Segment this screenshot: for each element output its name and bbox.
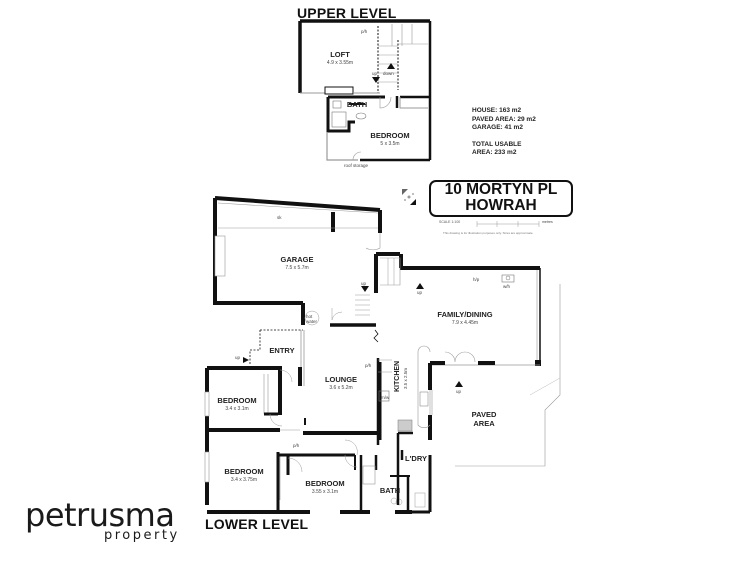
annotation-mw: m/w bbox=[381, 395, 390, 400]
room-label-loft: LOFT bbox=[330, 50, 350, 59]
annotation-hp: h/p bbox=[473, 277, 480, 282]
annotation-up-entry: up bbox=[235, 355, 241, 360]
lower-level-plan bbox=[204, 196, 561, 514]
room-dims-loft: 4.9 x 3.55m bbox=[326, 60, 354, 66]
room-label-paved-area-line2: AREA bbox=[473, 419, 495, 428]
lower-level-title: LOWER LEVEL bbox=[205, 516, 309, 532]
annotation-ph-hall: p/h bbox=[293, 443, 300, 448]
upper-level-title: UPPER LEVEL bbox=[297, 5, 397, 21]
room-dims-lounge: 3.6 x 5.2m bbox=[329, 385, 353, 391]
room-label-garage: GARAGE bbox=[280, 255, 314, 264]
annotation-ph-lounge: p/h bbox=[365, 363, 372, 368]
room-dims-family-dining: 7.9 x 4.45m bbox=[451, 320, 479, 326]
area-summary: HOUSE: 163 m2 PAVED AREA: 29 m2 GARAGE: … bbox=[472, 107, 536, 158]
annotation-hot-water: hot water bbox=[306, 314, 318, 324]
room-dims-bedroom-3: 3.55 x 3.1m bbox=[311, 489, 339, 495]
scale-bar-graphic bbox=[476, 221, 540, 227]
annotation-ph-upper: p/h bbox=[361, 29, 368, 34]
annotation-up-family: up bbox=[417, 290, 423, 295]
annotation-up-garage: up bbox=[361, 281, 367, 286]
brand-logo-name: petrusma bbox=[25, 496, 175, 534]
room-label-bedroom-2: BEDROOM bbox=[224, 467, 264, 476]
address-box: 10 MORTYN PL HOWRAH bbox=[429, 180, 573, 217]
address-street: 10 MORTYN PL bbox=[444, 181, 558, 198]
area-total-line1: TOTAL USABLE bbox=[472, 140, 522, 148]
area-total-line2: AREA: 233 m2 bbox=[472, 149, 517, 156]
annotation-up-upper: up bbox=[372, 71, 378, 76]
annotation-down-upper: down bbox=[383, 71, 394, 76]
room-label-paved-area: PAVED bbox=[471, 410, 497, 419]
upper-level-plan bbox=[298, 19, 432, 162]
room-label-upper-bath: BATH bbox=[346, 100, 368, 109]
scale-bar: SCALE 1:100 bbox=[439, 220, 460, 224]
room-dims-upper-bedroom: 5 x 3.5m bbox=[380, 141, 400, 147]
room-dims-garage: 7.5 x 5.7m bbox=[285, 265, 309, 271]
disclaimer-note: This drawing is for illustration purpose… bbox=[443, 231, 534, 235]
annotation-up-paved: up bbox=[456, 389, 462, 394]
area-paved: PAVED AREA: 29 m2 bbox=[472, 115, 536, 123]
room-label-upper-bedroom: BEDROOM bbox=[370, 131, 410, 140]
room-label-lower-bath: BATH bbox=[379, 486, 401, 495]
scale-unit: metres bbox=[542, 220, 553, 224]
room-label-family-dining: FAMILY/DINING bbox=[437, 310, 493, 319]
room-dims-kitchen: 3.5 x 2.5m bbox=[403, 367, 408, 389]
address-suburb: HOWRAH bbox=[465, 197, 537, 214]
room-label-bedroom-3: BEDROOM bbox=[305, 479, 345, 488]
room-label-bedroom-1: BEDROOM bbox=[217, 396, 257, 405]
area-house: HOUSE: 163 m2 bbox=[472, 107, 522, 114]
room-label-lounge: LOUNGE bbox=[324, 375, 358, 384]
scale-label: SCALE 1:100 bbox=[439, 220, 461, 224]
area-garage: GARAGE: 41 m2 bbox=[472, 124, 523, 131]
annotation-wh: w/h bbox=[503, 284, 511, 289]
room-dims-bedroom-1: 3.4 x 3.1m bbox=[225, 406, 249, 412]
room-dims-bedroom-2: 3.4 x 3.75m bbox=[230, 477, 258, 483]
annotation-roof-storage: roof storage bbox=[344, 163, 369, 168]
annotation-sk: sk bbox=[277, 215, 282, 220]
compass-icon bbox=[402, 189, 416, 205]
room-label-kitchen: KITCHEN bbox=[394, 360, 401, 392]
brand-logo-sub: property bbox=[104, 528, 180, 543]
room-label-laundry: L'DRY bbox=[405, 454, 427, 463]
room-label-entry: ENTRY bbox=[269, 346, 295, 355]
